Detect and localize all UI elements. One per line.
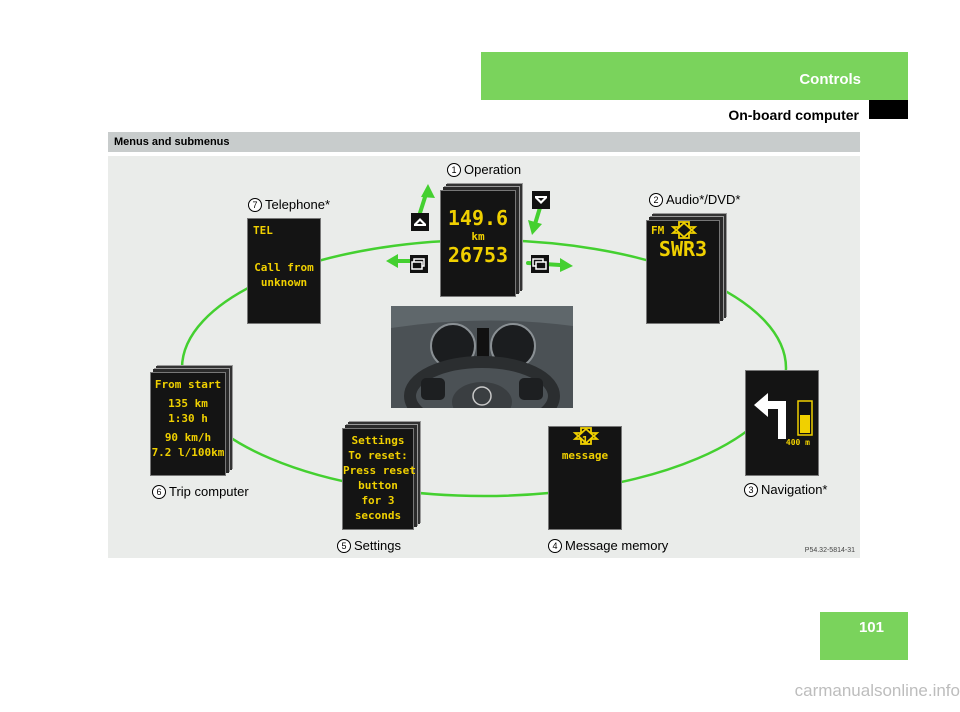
forward-button-icon xyxy=(531,255,549,273)
audio-screen: FM SWR3 xyxy=(646,220,720,324)
figure-header: Menus and submenus xyxy=(108,132,860,152)
distance-value: 400 m xyxy=(785,438,810,447)
chapter-marker xyxy=(869,100,908,119)
menu-label: Telephone* xyxy=(265,197,331,212)
menu-label: Message memory xyxy=(565,538,669,553)
down-button-icon xyxy=(532,191,550,209)
arrow-up xyxy=(417,192,428,218)
trip-line: From start xyxy=(154,378,222,391)
speed-value: 149.6 xyxy=(447,206,509,230)
menu-label: Navigation* xyxy=(761,482,828,497)
figure-title: Menus and submenus xyxy=(114,136,230,148)
odometer-value: 26753 xyxy=(447,243,509,267)
trip-screen: From start 135 km 1:30 h 90 km/h 7.2 l/1… xyxy=(150,372,226,476)
menu-label: Trip computer xyxy=(169,484,249,499)
navigation-screen: 400 m xyxy=(745,370,819,476)
telephone-title: TEL xyxy=(253,224,273,237)
telephone-line: Call from xyxy=(254,261,314,274)
message-word: message xyxy=(561,449,609,462)
arrow-down-icon xyxy=(572,427,600,445)
trip-line: 90 km/h xyxy=(164,431,212,444)
menu-number: 4 xyxy=(548,538,562,553)
section-tab: Controls xyxy=(481,52,908,100)
up-button-icon xyxy=(411,213,429,231)
page-number: 101 xyxy=(858,619,884,636)
settings-line: Settings xyxy=(351,434,405,447)
turn-left-icon xyxy=(754,393,813,439)
menu-number: 5 xyxy=(337,538,351,553)
page-number-tab: 101 xyxy=(820,612,908,660)
settings-screen: Settings To reset: Press reset button fo… xyxy=(342,428,416,530)
section-title: Controls xyxy=(799,71,861,88)
back-button-icon xyxy=(410,255,428,273)
arrow-down-icon xyxy=(670,221,698,239)
operation-screen: 149.6 km 26753 xyxy=(440,190,516,297)
settings-line: To reset: xyxy=(348,449,408,462)
menu-number: 3 xyxy=(744,482,758,497)
trip-line: 1:30 h xyxy=(168,412,208,425)
menu-label: Audio*/DVD* xyxy=(666,192,741,207)
chapter-title: On-board computer xyxy=(728,107,859,123)
menu-number: 1 xyxy=(447,162,461,177)
menu-label: Operation xyxy=(464,162,522,177)
menu-number: 6 xyxy=(152,484,166,499)
steering-wheel-photo xyxy=(391,306,573,408)
speed-unit: km xyxy=(471,230,485,243)
watermark: carmanualsonline.info xyxy=(794,681,960,700)
message-screen: 1 message xyxy=(548,426,622,530)
figure-code: P54.32-5814-31 xyxy=(804,547,855,554)
message-count: 1 xyxy=(581,434,589,447)
settings-line: for 3 xyxy=(361,494,395,507)
telephone-line: unknown xyxy=(260,276,308,289)
settings-line: seconds xyxy=(354,509,402,522)
telephone-screen: TEL Call from unknown xyxy=(247,218,321,324)
settings-line: Press reset xyxy=(343,464,416,477)
menu-number: 7 xyxy=(248,197,262,212)
trip-line: 7.2 l/100km xyxy=(151,446,225,459)
settings-line: button xyxy=(358,479,398,492)
menu-number: 2 xyxy=(649,192,663,207)
trip-line: 135 km xyxy=(168,397,208,410)
menu-diagram: 149.6 km 26753 FM SWR3 400 m 1 message S… xyxy=(108,156,860,558)
station-name: SWR3 xyxy=(658,237,708,261)
menu-label: Settings xyxy=(354,538,401,553)
radio-band: FM xyxy=(651,224,665,237)
